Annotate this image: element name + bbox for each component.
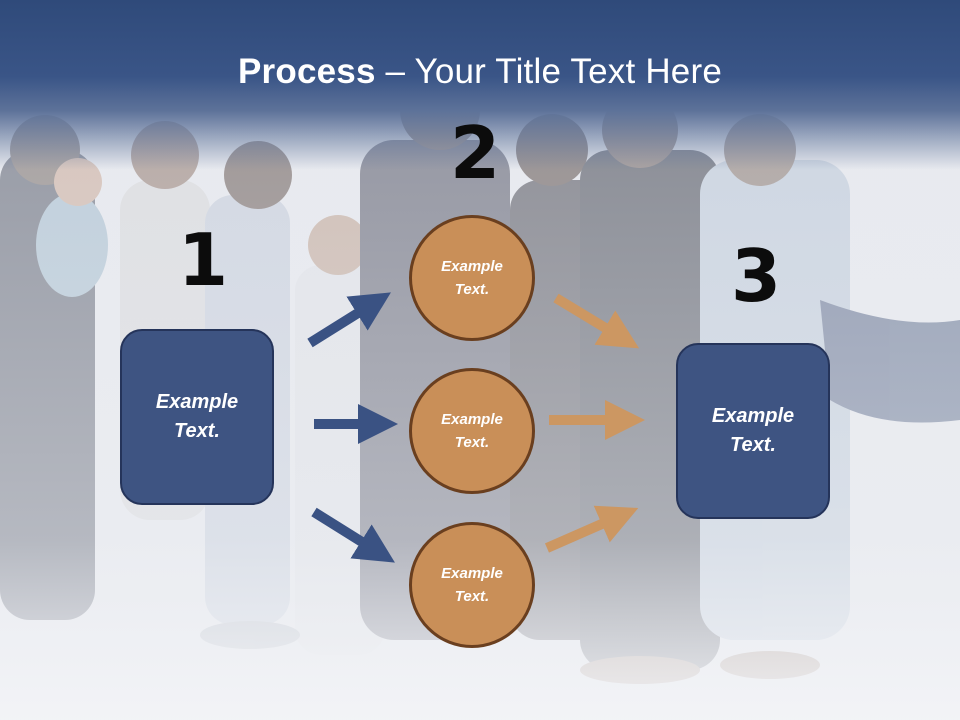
step-2-circle-bottom: Example Text.: [409, 522, 535, 648]
arrow-tan-up: [547, 516, 620, 548]
step-2-circle-top: Example Text.: [409, 215, 535, 341]
circle-bottom-line2: Text.: [441, 585, 503, 608]
circle-bottom-line1: Example: [441, 562, 503, 585]
step-2-circle-middle: Example Text.: [409, 368, 535, 494]
arrow-blue-up: [310, 303, 374, 343]
circle-top-line2: Text.: [441, 278, 503, 301]
circle-middle-line1: Example: [441, 408, 503, 431]
arrow-blue-down: [314, 512, 378, 552]
circle-top-line1: Example: [441, 255, 503, 278]
arrow-tan-down: [556, 298, 622, 338]
circle-middle-line2: Text.: [441, 431, 503, 454]
